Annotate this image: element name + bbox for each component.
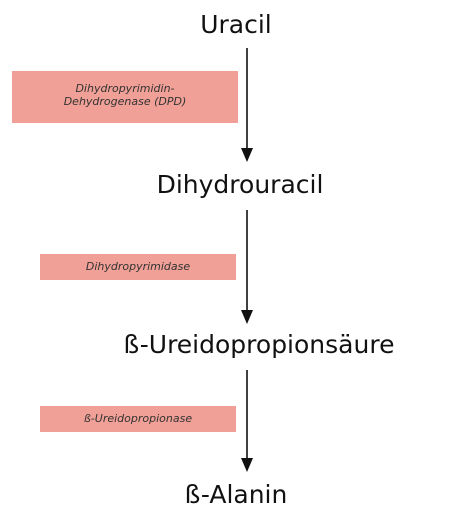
- enzyme-dpd: Dihydropyrimidin- Dehydrogenase (DPD): [12, 71, 238, 123]
- compound-beta-alanin: ß-Alanin: [184, 480, 288, 509]
- arrow-ureidopropionsaeure-to-beta-alanin: [241, 370, 253, 472]
- compound-uracil: Uracil: [200, 10, 272, 39]
- enzyme-dpd-line1: Dihydropyrimidin-: [75, 82, 175, 95]
- enzyme-dpd-line2: Dehydrogenase (DPD): [63, 95, 187, 108]
- enzyme-dihydropyrimidase: Dihydropyrimidase: [40, 254, 236, 280]
- arrow-uracil-to-dihydrouracil: [241, 48, 253, 162]
- compound-dihydrouracil: Dihydrouracil: [156, 170, 324, 199]
- arrow-dihydrouracil-to-ureidopropionsaeure: [241, 210, 253, 324]
- compound-ureidopropionsaeure: ß-Ureidopropionsäure: [123, 330, 395, 359]
- enzyme-ureidopropionase: ß-Ureidopropionase: [40, 406, 236, 432]
